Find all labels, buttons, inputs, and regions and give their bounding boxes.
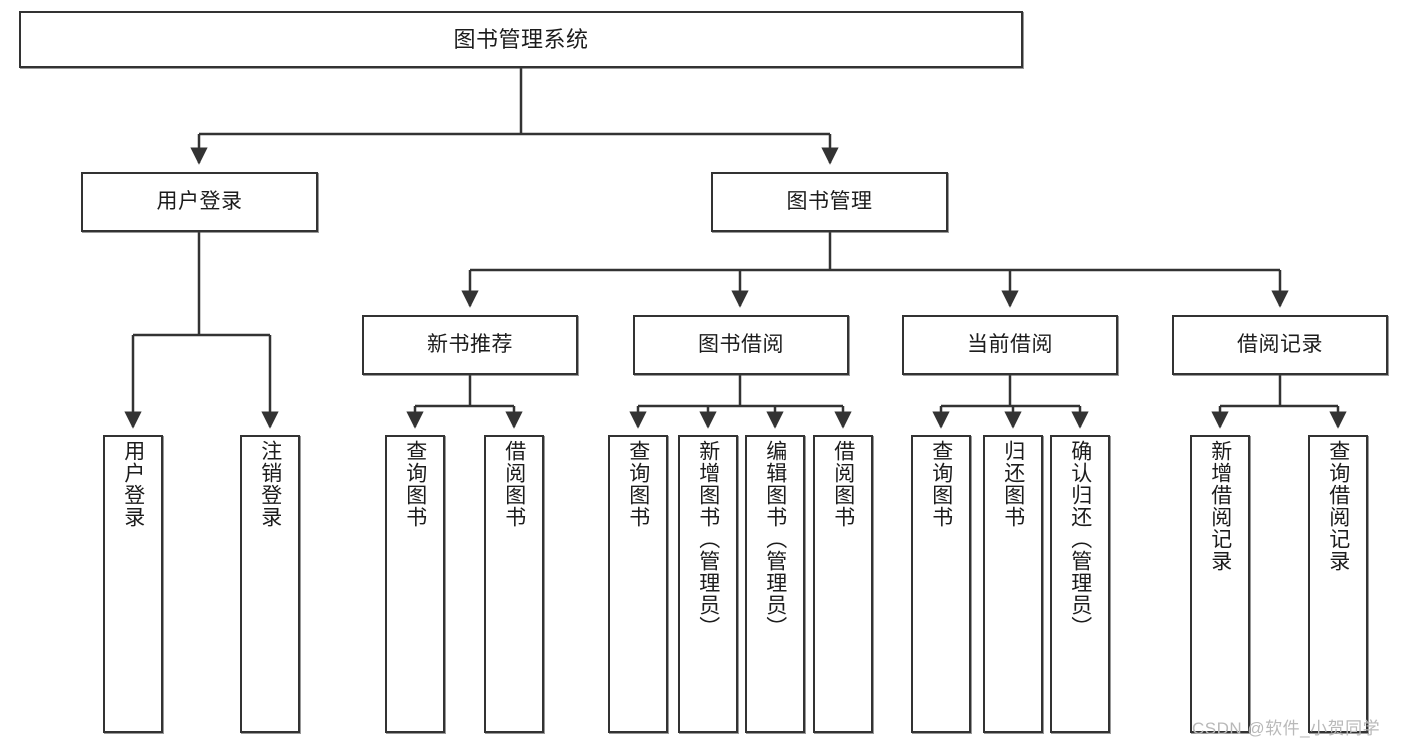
node-user-login-label: 用户登录 (156, 189, 243, 213)
node-book-borrow-label: 图书借阅 (698, 332, 784, 356)
node-book-manage[interactable]: 图书管理 (711, 172, 948, 232)
node-new-book-recommend[interactable]: 新书推荐 (362, 315, 578, 375)
node-leaf-logout-login[interactable]: 注销登录 (240, 435, 300, 733)
node-leaf-logout-login-label: 注销登录 (258, 440, 282, 528)
node-leaf-query-record-label: 查询借阅记录 (1326, 440, 1350, 572)
node-book-manage-label: 图书管理 (786, 189, 873, 213)
node-borrow-record[interactable]: 借阅记录 (1172, 315, 1388, 375)
node-leaf-query-book-2[interactable]: 查询图书 (608, 435, 668, 733)
node-leaf-borrow-book-1[interactable]: 借阅图书 (484, 435, 544, 733)
node-leaf-query-record[interactable]: 查询借阅记录 (1308, 435, 1368, 733)
node-leaf-confirm-return-label: 确认归还（管理员） (1068, 440, 1092, 638)
node-leaf-return-book[interactable]: 归还图书 (983, 435, 1043, 733)
node-leaf-edit-book[interactable]: 编辑图书（管理员） (745, 435, 805, 733)
node-leaf-user-login-label: 用户登录 (121, 440, 145, 528)
node-leaf-borrow-book-2-label: 借阅图书 (831, 440, 855, 528)
node-leaf-add-record[interactable]: 新增借阅记录 (1190, 435, 1250, 733)
node-user-login[interactable]: 用户登录 (81, 172, 318, 232)
node-book-borrow[interactable]: 图书借阅 (633, 315, 849, 375)
node-leaf-edit-book-label: 编辑图书（管理员） (763, 440, 787, 638)
csdn-watermark: CSDN @软件_小贺同学 (1192, 719, 1381, 738)
node-leaf-query-book-3-label: 查询图书 (929, 440, 953, 528)
node-borrow-record-label: 借阅记录 (1237, 332, 1323, 356)
node-leaf-query-book-1-label: 查询图书 (403, 440, 427, 528)
node-new-book-recommend-label: 新书推荐 (427, 332, 513, 356)
node-leaf-borrow-book-2[interactable]: 借阅图书 (813, 435, 873, 733)
node-leaf-confirm-return[interactable]: 确认归还（管理员） (1050, 435, 1110, 733)
node-leaf-query-book-3[interactable]: 查询图书 (911, 435, 971, 733)
node-leaf-borrow-book-1-label: 借阅图书 (502, 440, 526, 528)
node-leaf-query-book-1[interactable]: 查询图书 (385, 435, 445, 733)
node-leaf-query-book-2-label: 查询图书 (626, 440, 650, 528)
node-root[interactable]: 图书管理系统 (19, 11, 1023, 68)
node-leaf-add-record-label: 新增借阅记录 (1208, 440, 1232, 572)
node-current-borrow-label: 当前借阅 (967, 332, 1053, 356)
node-current-borrow[interactable]: 当前借阅 (902, 315, 1118, 375)
node-leaf-add-book-label: 新增图书（管理员） (696, 440, 720, 638)
node-root-label: 图书管理系统 (453, 26, 589, 52)
node-leaf-user-login[interactable]: 用户登录 (103, 435, 163, 733)
node-leaf-return-book-label: 归还图书 (1001, 440, 1025, 528)
node-leaf-add-book[interactable]: 新增图书（管理员） (678, 435, 738, 733)
